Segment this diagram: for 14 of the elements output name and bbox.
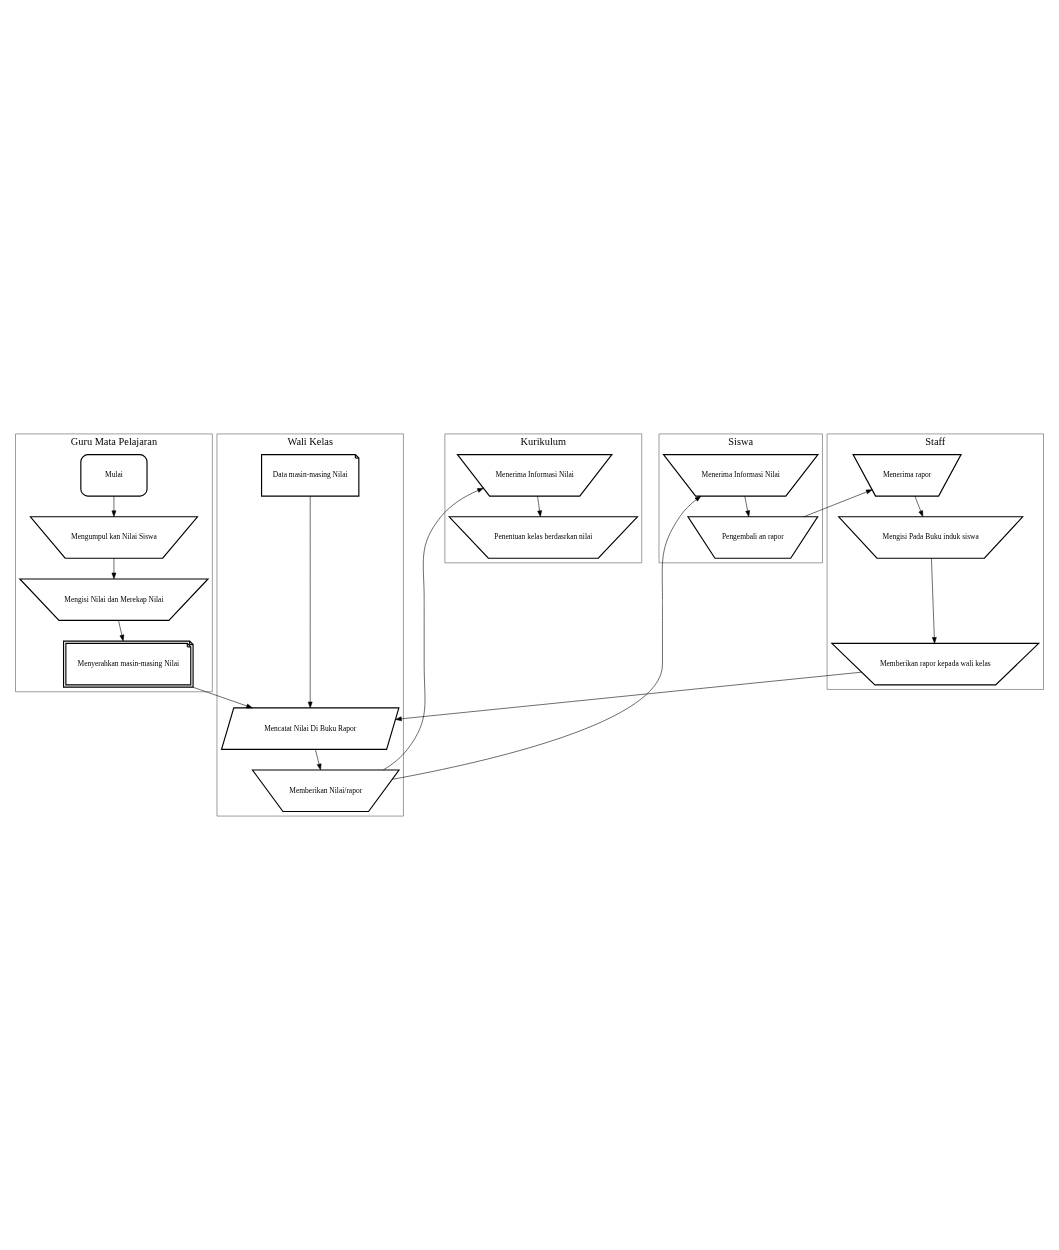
arrow: [803, 489, 873, 518]
arrow: [315, 749, 322, 771]
arrow: [383, 487, 484, 771]
arrow: [391, 495, 702, 780]
arrow: [744, 495, 750, 517]
arrow: [395, 671, 862, 722]
arrow: [111, 557, 117, 580]
arrow: [307, 495, 313, 708]
arrow: [914, 495, 924, 517]
arrow: [192, 686, 253, 709]
arrow: [118, 620, 125, 642]
arrow: [537, 495, 542, 517]
arrow: [931, 557, 937, 644]
arrow: [111, 495, 117, 517]
